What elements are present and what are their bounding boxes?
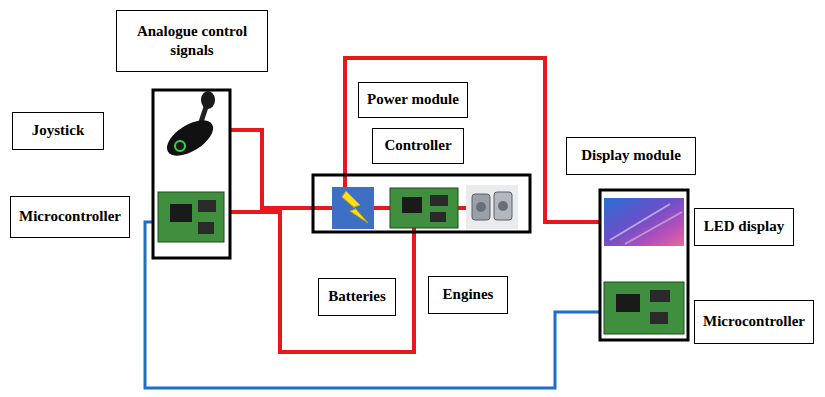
lightning-bolt [342, 191, 368, 223]
chip [650, 290, 670, 302]
power-wire [458, 206, 466, 210]
module-frame [313, 175, 530, 232]
label-text: Microcontroller [19, 207, 121, 227]
engine-part [494, 192, 512, 220]
label-box: Batteries [318, 278, 396, 316]
microcontroller-board [390, 188, 458, 228]
chip [650, 312, 668, 324]
chip [170, 204, 192, 222]
power-wire [374, 206, 390, 210]
battery-symbol [332, 187, 374, 229]
engine-part [476, 202, 486, 212]
label-text: Batteries [328, 287, 385, 307]
chip [198, 200, 216, 212]
label-box: Microcontroller [10, 196, 130, 238]
microcontroller-board [158, 192, 224, 242]
label-text: LED display [704, 217, 784, 237]
chip [430, 212, 446, 222]
engine-part [472, 194, 490, 220]
label-box: Joystick [12, 112, 104, 150]
joystick-knob [201, 91, 215, 109]
label-text: Engines [443, 285, 494, 305]
joystick-body [161, 113, 219, 163]
chip [402, 197, 422, 213]
label-text: Display module [581, 146, 681, 166]
label-text: Joystick [32, 121, 85, 141]
led-display-picture [604, 198, 684, 246]
chip [198, 222, 214, 234]
engine-picture [466, 185, 518, 229]
chip [430, 195, 448, 206]
label-box: Controller [372, 128, 464, 164]
label-box: Display module [566, 137, 696, 175]
label-box: LED display [694, 208, 794, 246]
microcontroller-board [604, 282, 684, 334]
engine-part [498, 201, 508, 211]
joystick-led [175, 141, 185, 151]
module-frame [600, 190, 688, 340]
label-text: Analogue control signals [117, 22, 267, 61]
label-text: Microcontroller [703, 312, 805, 332]
power-wire [222, 130, 332, 208]
module-frame [153, 90, 230, 258]
label-box: Microcontroller [694, 300, 814, 344]
light-streak [625, 212, 682, 244]
label-box: Engines [428, 276, 508, 314]
label-box: Analogue control signals [116, 10, 268, 72]
label-text: Power module [367, 90, 459, 110]
chip [616, 294, 640, 312]
label-text: Controller [384, 136, 451, 156]
label-box: Power module [358, 82, 468, 118]
